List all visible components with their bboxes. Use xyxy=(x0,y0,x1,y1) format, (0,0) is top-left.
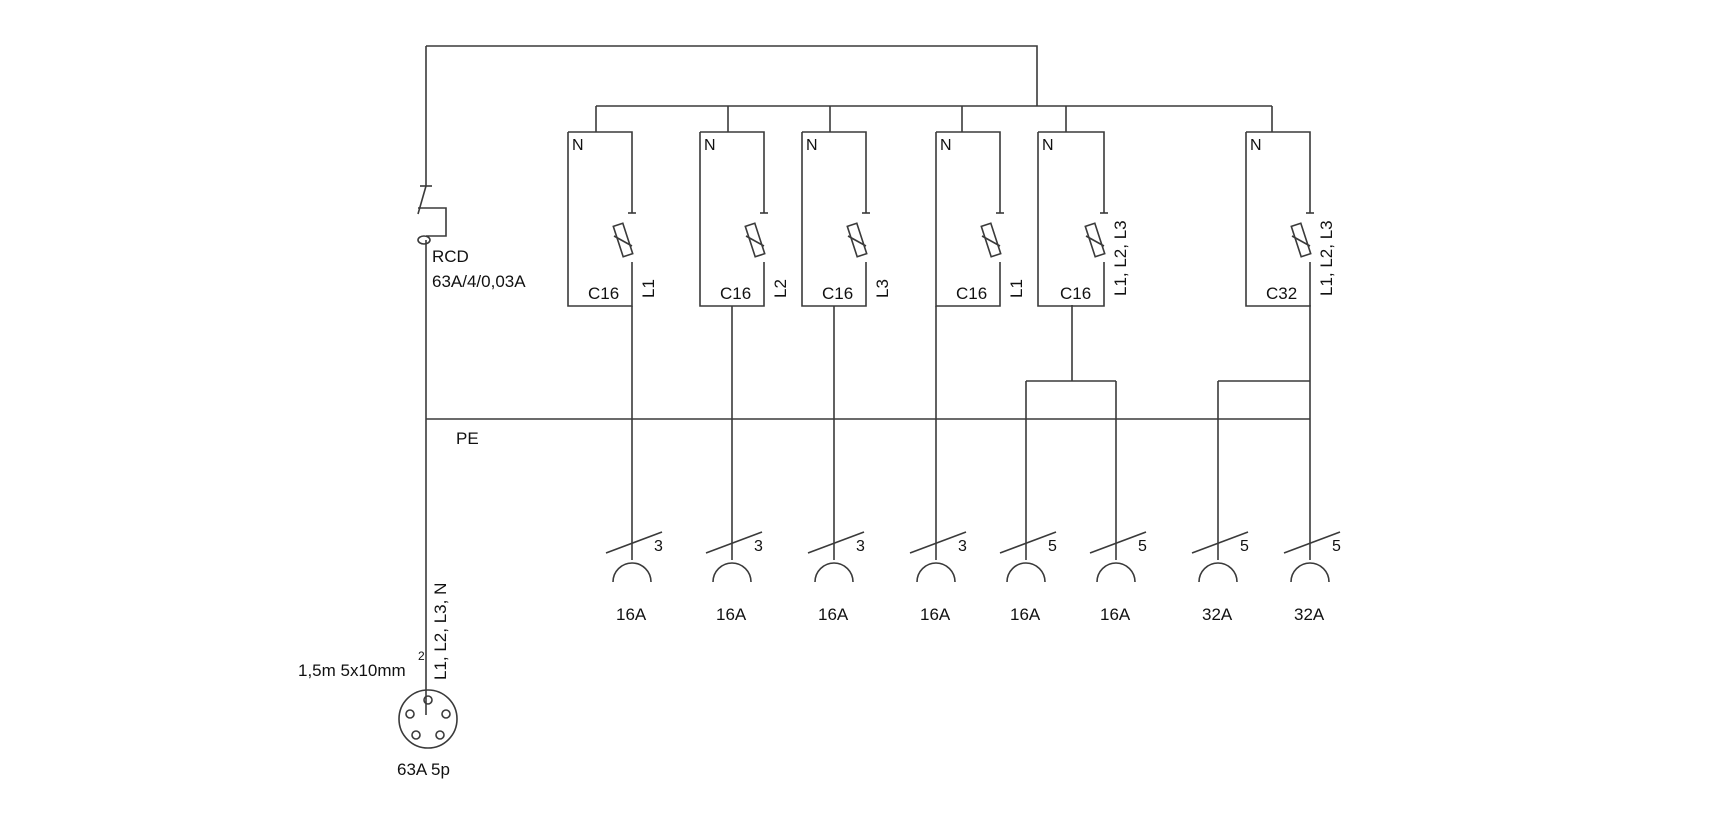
breaker-phase: L1, L2, L3 xyxy=(1111,220,1130,296)
supply-phases-label: L1, L2, L3, N xyxy=(431,583,450,680)
breaker-phase: L1, L2, L3 xyxy=(1317,220,1336,296)
outlet-8: 5 32A xyxy=(1283,531,1341,624)
pe-label: PE xyxy=(456,429,479,448)
outlet-pole-count: 3 xyxy=(654,538,663,555)
outlet-1: 3 16A xyxy=(605,531,663,624)
breaker-neutral-label: N xyxy=(704,137,716,154)
outlet-rating: 16A xyxy=(716,605,747,624)
breaker-phase: L1 xyxy=(639,279,658,298)
outlet-rating: 16A xyxy=(1010,605,1041,624)
outlet-rating: 32A xyxy=(1294,605,1325,624)
breaker-phase: L3 xyxy=(873,279,892,298)
outlet-rating: 16A xyxy=(920,605,951,624)
outlet-pole-count: 3 xyxy=(754,538,763,555)
breaker-phase: L1 xyxy=(1007,279,1026,298)
outlet-7: 5 32A xyxy=(1191,531,1249,624)
wiring xyxy=(425,45,1311,715)
plug-label: 63A 5p xyxy=(397,760,450,779)
outlet-6: 5 16A xyxy=(1089,531,1147,624)
outlet-3: 3 16A xyxy=(807,531,865,624)
supply-cable-label: 1,5m 5x10mm xyxy=(298,661,406,680)
breaker-rating: C16 xyxy=(956,284,987,303)
breaker-4: N C16 L1 xyxy=(935,106,1026,560)
rcd-rating: 63A/4/0,03A xyxy=(432,272,526,291)
breaker-neutral-label: N xyxy=(1042,137,1054,154)
breaker-2: N C16 L2 xyxy=(699,106,790,560)
outlet-pole-count: 5 xyxy=(1332,538,1341,555)
outlet-rating: 16A xyxy=(616,605,647,624)
supply-inlet: L1, L2, L3, N 1,5m 5x10mm 2 63A 5p xyxy=(298,583,458,779)
breaker-rating: C32 xyxy=(1266,284,1297,303)
outlet-pole-count: 5 xyxy=(1240,538,1249,555)
breaker-5: N C16 L1, L2, L3 xyxy=(1037,106,1130,307)
outlet-rating: 16A xyxy=(1100,605,1131,624)
rcd-symbol: RCD 63A/4/0,03A xyxy=(417,185,526,291)
outlet-4: 3 16A xyxy=(909,531,967,624)
outlet-pole-count: 3 xyxy=(958,538,967,555)
supply-cable-exponent: 2 xyxy=(418,649,425,663)
breaker-neutral-label: N xyxy=(1250,137,1262,154)
breaker-3: N C16 L3 xyxy=(801,106,892,560)
outlet-pole-count: 5 xyxy=(1048,538,1057,555)
breaker-rating: C16 xyxy=(588,284,619,303)
outlet-2: 3 16A xyxy=(705,531,763,624)
outlet-rating: 32A xyxy=(1202,605,1233,624)
breaker-rating: C16 xyxy=(822,284,853,303)
outlet-5: 5 16A xyxy=(999,531,1057,624)
outlet-group: 3 16A 3 16A 3 16A 3 16A 5 16A 5 16A 5 32A 5 32A xyxy=(605,531,1341,624)
breaker-6: N C32 L1, L2, L3 xyxy=(1245,106,1336,307)
rcd-label: RCD xyxy=(432,247,469,266)
breaker-phase: L2 xyxy=(771,279,790,298)
outlet-rating: 16A xyxy=(818,605,849,624)
outlet-pole-count: 3 xyxy=(856,538,865,555)
breaker-group: N C16 L1 N C16 L2 N C16 L3 N C16 L1 N C16 L1, L2, L3 N C… xyxy=(567,106,1336,560)
breaker-rating: C16 xyxy=(720,284,751,303)
breaker-neutral-label: N xyxy=(572,137,584,154)
breaker-neutral-label: N xyxy=(940,137,952,154)
breaker-1: N C16 L1 xyxy=(567,106,658,560)
breaker-neutral-label: N xyxy=(806,137,818,154)
breaker-rating: C16 xyxy=(1060,284,1091,303)
outlet-pole-count: 5 xyxy=(1138,538,1147,555)
plug-symbol xyxy=(398,689,458,749)
